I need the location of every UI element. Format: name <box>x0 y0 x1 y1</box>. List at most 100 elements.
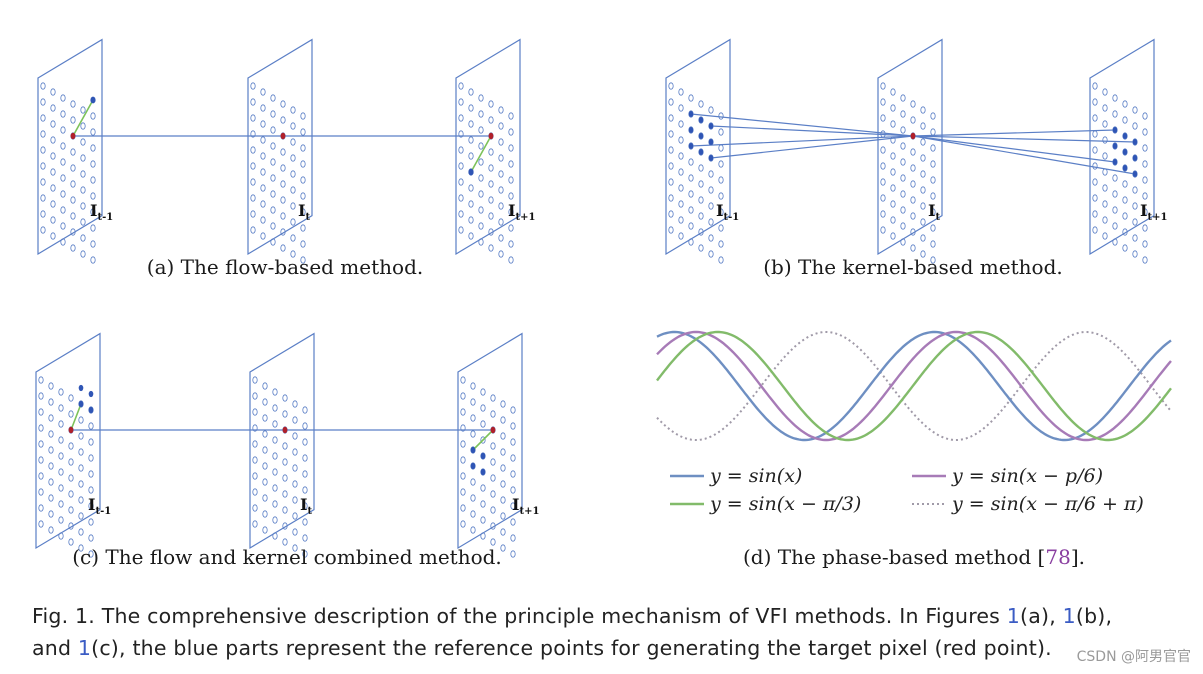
grid-pixel <box>272 500 278 508</box>
legend-label: y = sin(x) <box>709 465 802 487</box>
grid-pixel <box>90 208 96 216</box>
grid-pixel <box>460 424 466 432</box>
grid-pixel <box>930 192 936 200</box>
frame-label-sub: t+1 <box>1147 212 1167 223</box>
grid-pixel <box>1092 146 1098 154</box>
grid-pixel <box>262 478 268 486</box>
grid-pixel <box>260 232 266 240</box>
grid-pixel <box>250 114 256 122</box>
grid-pixel <box>688 238 694 246</box>
grid-pixel <box>668 210 674 218</box>
grid-pixel <box>510 438 516 446</box>
target-pixel <box>488 132 494 140</box>
grid-pixel <box>900 158 906 166</box>
grid-pixel <box>678 232 684 240</box>
grid-pixel <box>890 168 896 176</box>
grid-pixel <box>490 522 496 530</box>
grid-pixel <box>68 490 74 498</box>
figure-ref-link[interactable]: 1 <box>77 636 92 660</box>
grid-pixel <box>80 202 86 210</box>
grid-pixel <box>478 94 484 102</box>
grid-pixel <box>262 462 268 470</box>
caption-c: (c) The flow and kernel combined method. <box>72 545 502 569</box>
grid-pixel <box>58 500 64 508</box>
grid-pixel <box>48 398 54 406</box>
grid-pixel <box>1102 184 1108 192</box>
grid-pixel <box>500 480 506 488</box>
figure-caption-line-2: and 1(c), the blue parts represent the r… <box>32 636 1052 660</box>
grid-pixel <box>470 398 476 406</box>
grid-pixel <box>890 120 896 128</box>
grid-pixel <box>40 194 46 202</box>
reference-point <box>1122 133 1128 139</box>
grid-pixel <box>480 516 486 524</box>
grid-pixel <box>80 138 86 146</box>
grid-pixel <box>880 82 886 90</box>
frame-label-base: I <box>90 201 97 220</box>
grid-pixel <box>478 110 484 118</box>
grid-pixel <box>262 446 268 454</box>
kernel-line <box>690 113 914 137</box>
reference-point <box>708 155 714 161</box>
grid-pixel <box>290 202 296 210</box>
grid-pixel <box>270 110 276 118</box>
figure-ref-link[interactable]: 1 <box>1006 604 1021 628</box>
grid-pixel <box>1142 240 1148 248</box>
grid-pixel <box>500 448 506 456</box>
grid-pixel <box>508 192 514 200</box>
grid-pixel <box>900 190 906 198</box>
grid-pixel <box>40 210 46 218</box>
grid-pixel <box>48 494 54 502</box>
grid-pixel <box>468 88 474 96</box>
grid-pixel <box>478 222 484 230</box>
grid-pixel <box>488 180 494 188</box>
grid-pixel <box>1132 250 1138 258</box>
grid-pixel <box>68 458 74 466</box>
grid-pixel <box>880 210 886 218</box>
grid-pixel <box>468 184 474 192</box>
grid-pixel <box>930 160 936 168</box>
grid-pixel <box>468 200 474 208</box>
phase-legend: y = sin(x)y = sin(x − p/6)y = sin(x − π/… <box>670 465 1144 515</box>
grid-pixel <box>718 112 724 120</box>
frame-label-base: I <box>928 201 935 220</box>
grid-pixel <box>910 212 916 220</box>
flow-vector <box>472 429 494 451</box>
grid-pixel <box>698 132 704 140</box>
grid-pixel <box>1132 122 1138 130</box>
grid-pixel <box>290 138 296 146</box>
reference-point <box>698 117 704 123</box>
grid-pixel <box>900 142 906 150</box>
grid-pixel <box>90 160 96 168</box>
grid-pixel <box>78 496 84 504</box>
caption-d-ref[interactable]: 78 <box>1045 545 1070 569</box>
figure-ref-link[interactable]: 1 <box>1062 604 1076 628</box>
grid-pixel <box>1142 256 1148 264</box>
grid-pixel <box>688 174 694 182</box>
grid-pixel <box>488 196 494 204</box>
frame-outline <box>249 332 315 550</box>
grid-pixel <box>920 138 926 146</box>
target-pixel <box>68 426 74 434</box>
reference-point <box>1132 155 1138 161</box>
grid-pixel <box>78 544 84 552</box>
grid-pixel <box>488 164 494 172</box>
target-pixel <box>490 426 496 434</box>
grid-pixel <box>498 218 504 226</box>
grid-pixel <box>68 394 74 402</box>
phase-curve <box>656 330 1172 442</box>
grid-pixel <box>458 210 464 218</box>
grid-pixel <box>900 110 906 118</box>
grid-pixel <box>668 226 674 234</box>
grid-pixel <box>1122 100 1128 108</box>
grid-pixel <box>698 196 704 204</box>
grid-pixel <box>698 164 704 172</box>
grid-pixel <box>302 406 308 414</box>
grid-pixel <box>58 516 64 524</box>
grid-pixel <box>70 196 76 204</box>
grid-pixel <box>270 222 276 230</box>
grid-pixel <box>910 244 916 252</box>
grid-pixel <box>490 410 496 418</box>
grid-pixel <box>40 114 46 122</box>
